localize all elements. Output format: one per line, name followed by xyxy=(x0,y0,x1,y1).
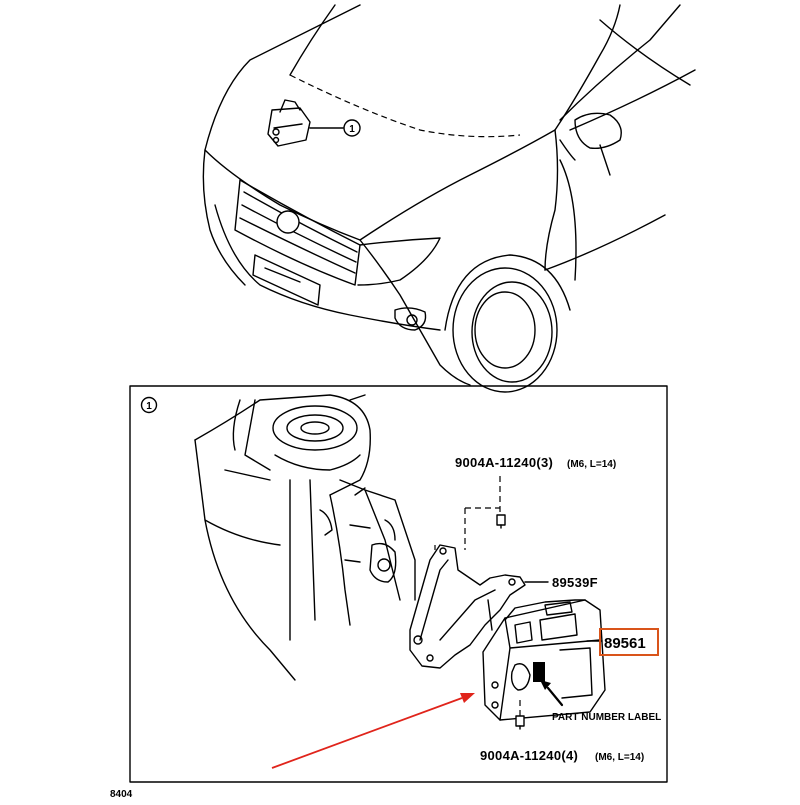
bolt-bottom-code: 9004A-11240(4) xyxy=(480,748,578,763)
ecu-code-label: 89561 xyxy=(604,635,646,652)
callout-marker: 1 xyxy=(343,119,361,137)
part-label-arrow-icon xyxy=(540,680,564,707)
detail-frame xyxy=(129,385,668,783)
bolt-top-icon xyxy=(496,514,506,529)
bolt-top-code: 9004A-11240(3) xyxy=(455,455,553,470)
part-number-label-text: PART NUMBER LABEL xyxy=(552,712,661,723)
ecu-highlight-box xyxy=(599,628,659,656)
callout-marker-number: 1 xyxy=(349,124,355,135)
bolt-bottom-spec: (M6, L=14) xyxy=(595,752,644,763)
ecu-89561 xyxy=(482,599,606,721)
pointer-arrow-icon xyxy=(271,693,475,769)
bracket-code-label: 89539F xyxy=(552,575,598,590)
detail-marker: 1 xyxy=(140,396,158,414)
detail-marker-number: 1 xyxy=(146,401,152,412)
bolt-bottom-icon xyxy=(515,715,525,730)
bracket-89539f xyxy=(409,544,526,669)
body-structure xyxy=(194,394,416,681)
figure-id: 8404 xyxy=(110,789,133,800)
car-illustration xyxy=(202,4,696,393)
bolt-top-spec: (M6, L=14) xyxy=(567,459,616,470)
